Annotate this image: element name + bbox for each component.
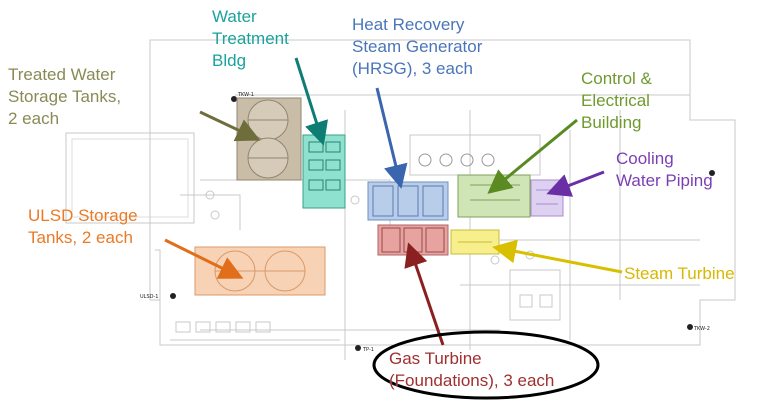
arrow-gas-turbine	[404, 242, 445, 346]
cooling-water-piping	[530, 179, 564, 217]
label-line: Control &	[581, 69, 652, 88]
label-line: (HRSG), 3 each	[352, 59, 473, 78]
label-line: Water	[212, 7, 257, 26]
ulsd-storage-tanks	[194, 246, 326, 296]
plan-marker-ulsd1: ULSD-1	[140, 294, 158, 300]
callout-arrows	[164, 57, 623, 346]
control-electrical-building	[418, 153, 531, 218]
label-line: Cooling	[616, 149, 674, 168]
label-line: (Foundations), 3 each	[389, 371, 555, 390]
label-gas-turbine-foundations: Gas Turbine (Foundations), 3 each	[389, 348, 554, 392]
hrsg-units	[367, 181, 449, 221]
label-line: Water Piping	[616, 171, 713, 190]
label-line: Electrical	[581, 91, 650, 110]
plan-marker-tkw1: TKW-1	[237, 92, 254, 98]
gas-turbine-foundations	[377, 224, 449, 256]
treated-water-tanks	[236, 97, 302, 181]
label-steam-turbine: Steam Turbine	[624, 263, 735, 285]
label-line: Heat Recovery	[352, 15, 465, 34]
steam-turbine	[450, 229, 500, 255]
label-line: Steam Generator	[352, 37, 483, 56]
plan-marker-tkw2: TKW-2	[693, 326, 710, 332]
plan-marker-tp1: TP-1	[362, 347, 374, 353]
arrow-steam-turbine	[492, 239, 623, 274]
label-line: ULSD Storage	[28, 206, 138, 225]
arrow-water-treatment	[294, 57, 328, 146]
arrow-treated-water	[199, 110, 261, 142]
label-line: Storage Tanks,	[8, 87, 122, 106]
label-line: Building	[581, 113, 642, 132]
arrow-cooling-water	[546, 170, 605, 197]
water-treatment-building	[302, 134, 346, 209]
label-line: Bldg	[212, 51, 247, 70]
arrow-control-electrical	[487, 118, 578, 194]
gas-turbine-highlight-ellipse	[372, 330, 600, 400]
arrow-hrsg	[375, 87, 408, 189]
label-line: Tanks, 2 each	[28, 228, 133, 247]
label-line: Steam Turbine	[624, 264, 735, 283]
arrow-ulsd	[164, 238, 244, 279]
label-line: Gas Turbine	[389, 349, 482, 368]
plan-marker-glyphs: TKW-1 ULSD-1 TKW-2 TP-1	[140, 92, 715, 353]
label-line: 2 each	[8, 109, 60, 128]
label-line: Treatment	[212, 29, 289, 48]
label-line: Treated Water	[8, 65, 116, 84]
